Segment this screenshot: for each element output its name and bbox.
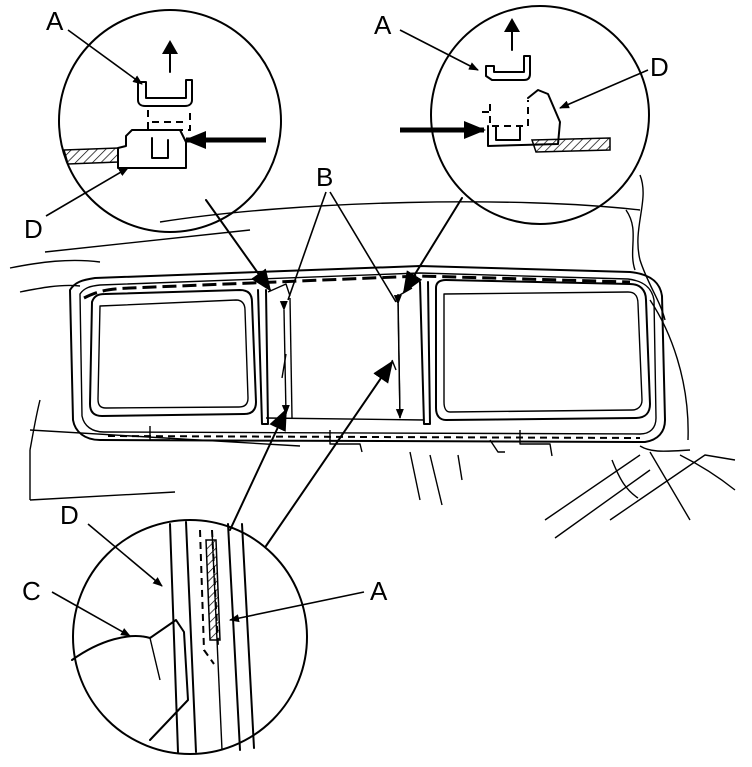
- label-a-bottom: A: [370, 576, 388, 606]
- label-c-bottom: C: [22, 576, 41, 606]
- leader-lines: [45, 29, 649, 637]
- label-d-top-right: D: [650, 52, 669, 82]
- center-sliding-pane: [257, 281, 431, 425]
- label-a-top-left: A: [46, 6, 64, 36]
- label-b-center: B: [316, 162, 333, 192]
- vehicle-body-outline: [9, 174, 736, 539]
- left-glass-panel: [89, 289, 257, 417]
- detail-circle-top-left: [58, 9, 282, 233]
- label-a-top-right: A: [374, 10, 392, 40]
- label-d-bottom: D: [60, 500, 79, 530]
- connection-arrows: [205, 197, 463, 547]
- detail-circle-bottom: [71, 519, 308, 755]
- lower-track: [149, 426, 691, 457]
- up-arrow-icon: [162, 40, 178, 54]
- right-glass-panel: [435, 279, 651, 421]
- rear-window-frame: [69, 265, 666, 443]
- label-d-top-left: D: [24, 214, 43, 244]
- detail-circle-top-right: [400, 5, 650, 225]
- up-arrow-icon: [504, 18, 520, 32]
